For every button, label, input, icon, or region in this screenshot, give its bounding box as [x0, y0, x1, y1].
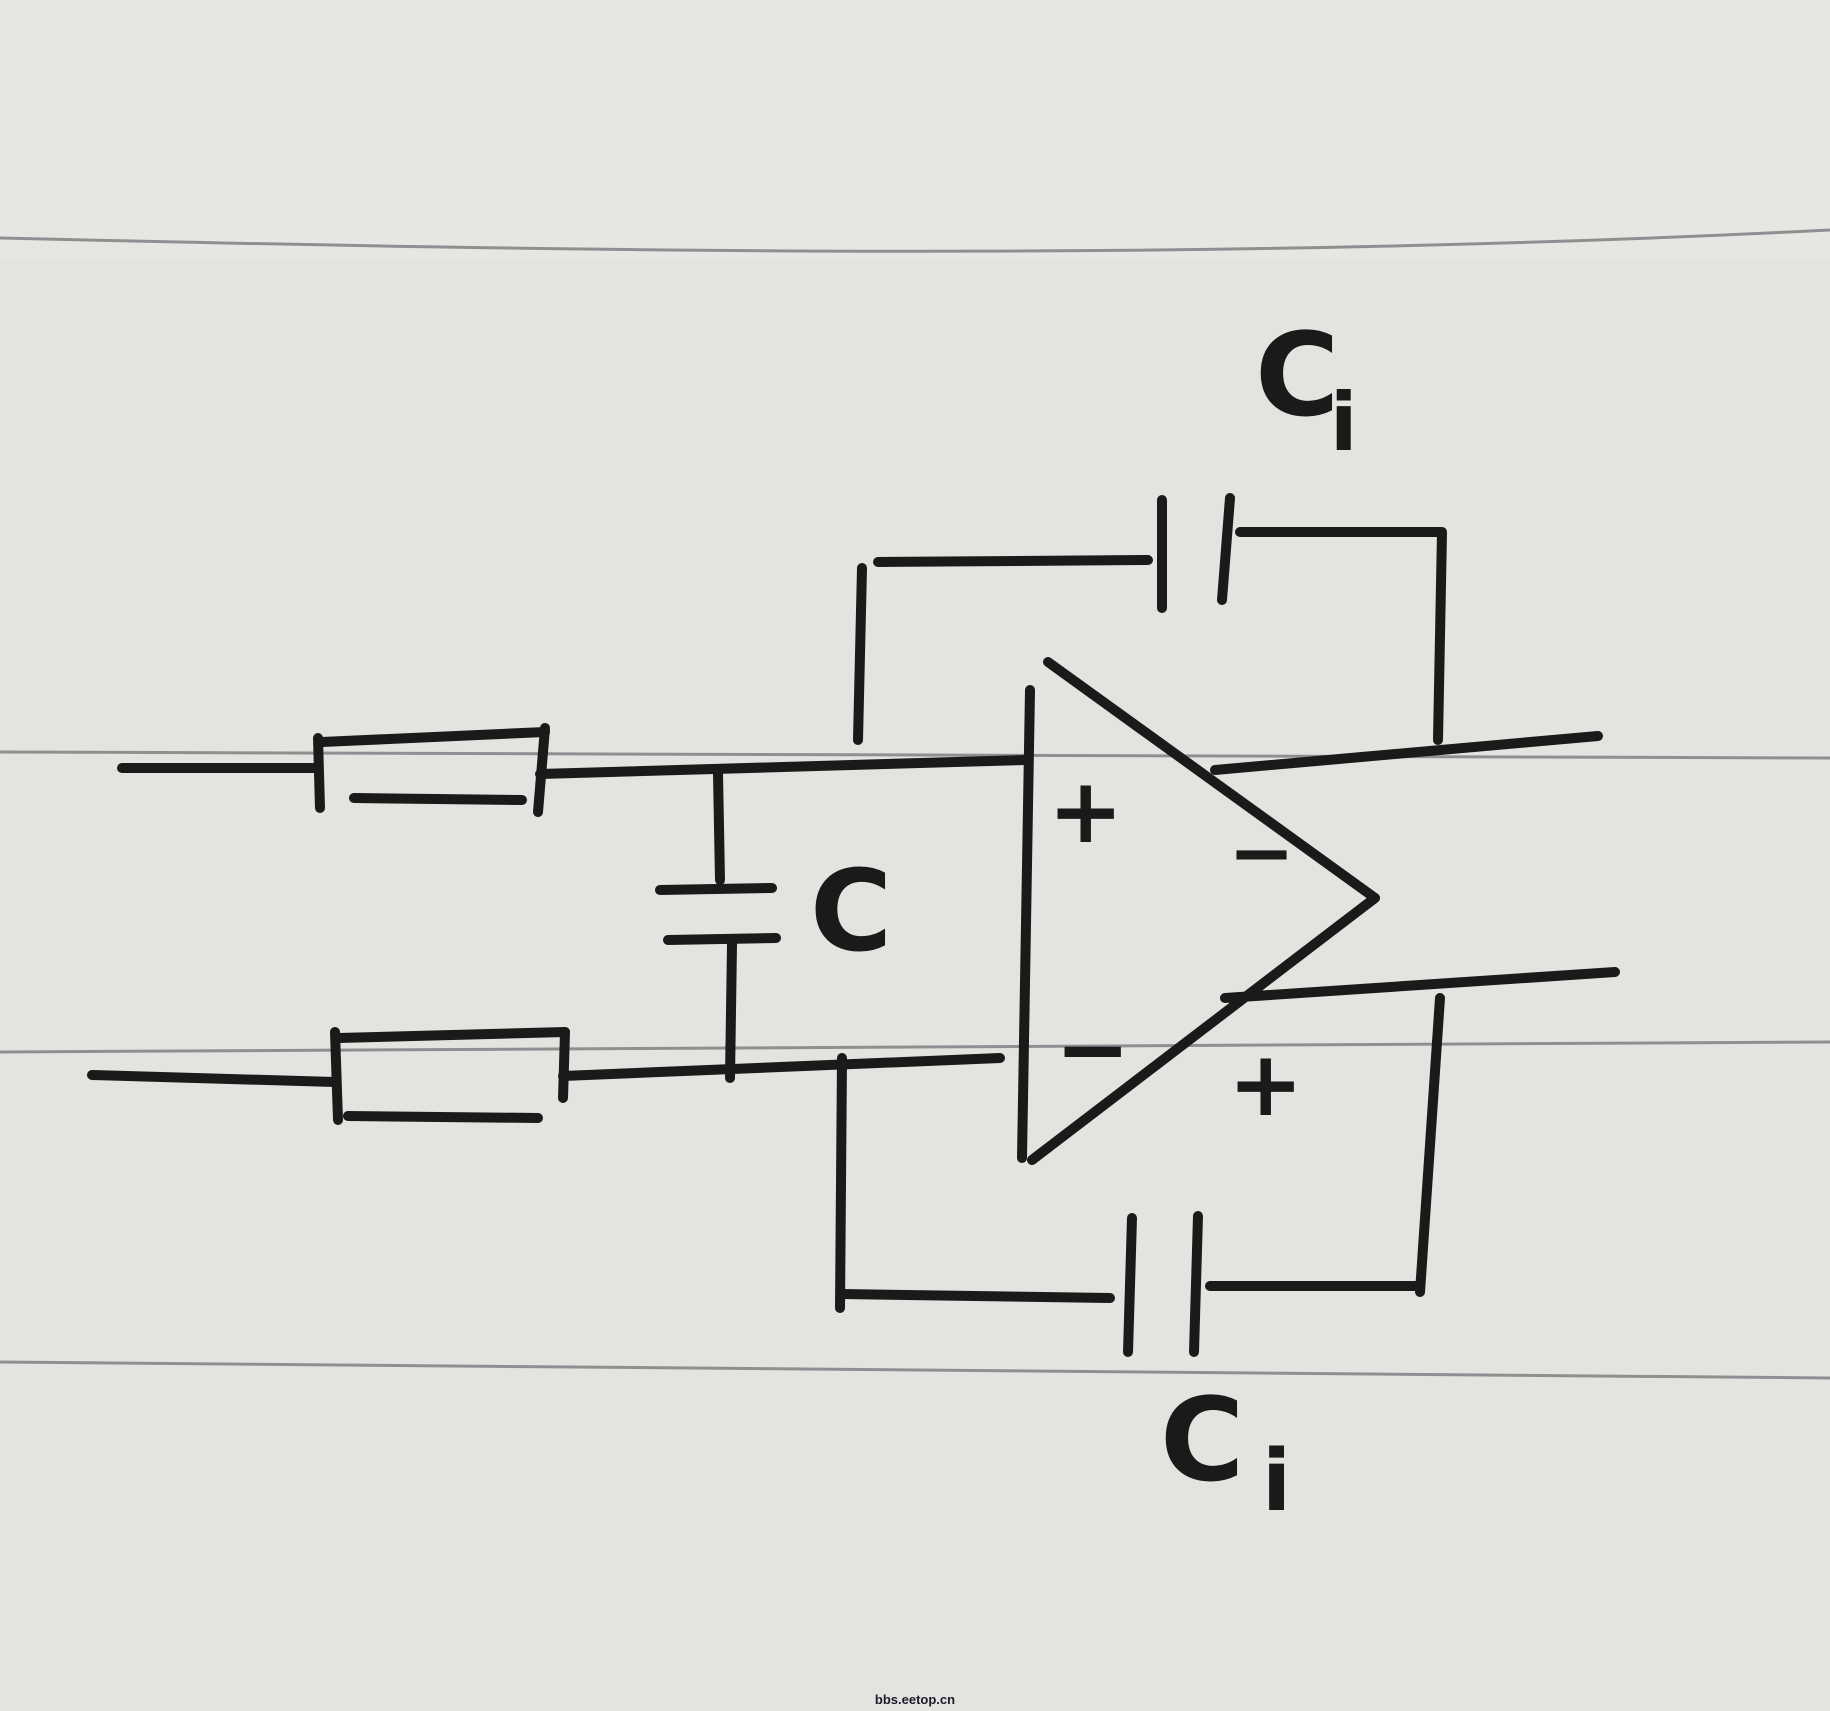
bottom-feedback-cap-subscript: i [1262, 1432, 1291, 1531]
feedback-wire [835, 1053, 847, 1313]
capacitor-plate [663, 933, 781, 945]
input-capacitor-label: C [810, 847, 892, 977]
bottom-input-resistor [87, 1027, 1005, 1125]
capacitor-plate [655, 883, 777, 895]
ruled-lines [0, 228, 1830, 1380]
top-feedback-cap-label: C [1255, 309, 1339, 443]
capacitor-plate [1189, 1211, 1203, 1357]
opamp: + − − + [1017, 657, 1380, 1165]
resistor-edge [333, 1027, 570, 1043]
opamp-outputs [1210, 731, 1620, 1003]
capacitor-plate [1123, 1213, 1137, 1357]
opamp-in-minus-sign: − [1055, 997, 1130, 1102]
output-plus-wire [1220, 967, 1620, 1003]
feedback-wire [873, 555, 1153, 567]
capacitor-lead [725, 939, 737, 1083]
ruled-line [0, 228, 1830, 253]
opamp-out-plus-sign: + [1228, 1032, 1303, 1137]
opamp-top-edge [1043, 657, 1380, 903]
resistor-edge [343, 1111, 543, 1123]
bottom-node-wire [558, 1053, 1005, 1081]
capacitor-lead [713, 769, 725, 885]
capacitor-plate [1217, 493, 1235, 605]
resistor-end [558, 1027, 570, 1103]
watermark-text: bbs.eetop.cn [874, 1692, 956, 1707]
paper-highlight [0, 0, 1830, 260]
feedback-wire [853, 563, 867, 745]
opamp-left-edge [1017, 685, 1035, 1163]
feedback-wire [837, 1289, 1115, 1303]
resistor-edge [349, 793, 527, 805]
bottom-input-wire [87, 1070, 340, 1087]
ruled-line [0, 1040, 1830, 1054]
top-input-resistor [117, 723, 1030, 817]
feedback-wire [1433, 527, 1447, 745]
opamp-bottom-edge [1027, 893, 1380, 1165]
feedback-wire [1415, 993, 1445, 1297]
ruled-line [0, 750, 1830, 760]
top-feedback-capacitor: C i [853, 309, 1447, 745]
resistor-end [330, 1027, 343, 1125]
top-feedback-cap-subscript: i [1330, 376, 1357, 469]
ruled-line [0, 1360, 1830, 1380]
resistor-end [313, 733, 325, 813]
bottom-feedback-cap-label: C [1160, 1374, 1244, 1508]
output-minus-wire [1210, 731, 1603, 775]
opamp-out-minus-sign: − [1228, 806, 1295, 899]
bottom-feedback-capacitor: C i [835, 993, 1445, 1531]
resistor-edge [317, 727, 550, 747]
top-node-wire [535, 755, 1030, 779]
opamp-in-plus-sign: + [1048, 759, 1123, 864]
input-capacitor: C [655, 769, 892, 1083]
